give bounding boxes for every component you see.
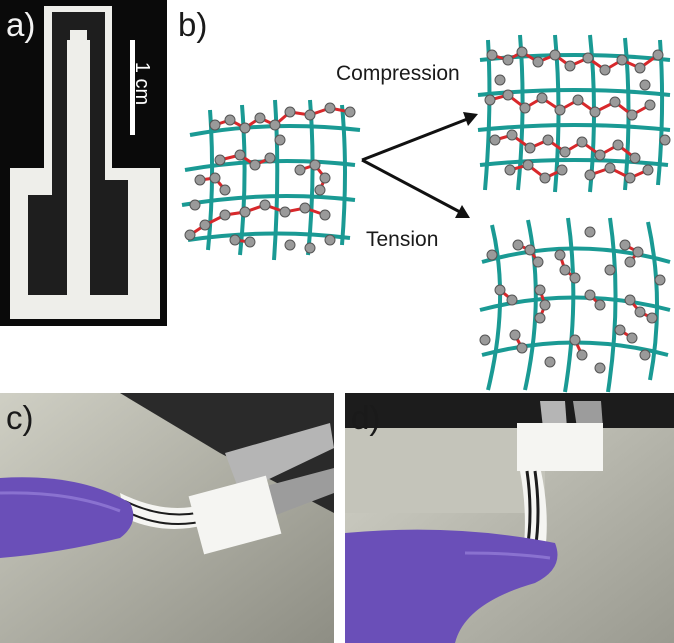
stretched-network bbox=[479, 217, 671, 393]
panel-d: d) bbox=[345, 393, 674, 643]
panel-b: b) bbox=[170, 0, 674, 400]
compressed-network bbox=[477, 34, 671, 193]
bending-photo-tension bbox=[345, 393, 674, 643]
compression-label: Compression bbox=[336, 62, 460, 85]
panel-c: c) bbox=[0, 393, 334, 643]
arrows bbox=[361, 112, 478, 218]
tension-label: Tension bbox=[366, 228, 439, 251]
sensor-photo bbox=[0, 0, 167, 326]
bending-photo-compression bbox=[0, 393, 334, 643]
network-diagram bbox=[181, 34, 671, 393]
panel-a: a) 1 cm bbox=[0, 0, 167, 326]
panel-b-label: b) bbox=[178, 6, 208, 43]
panel-d-label: d) bbox=[351, 399, 381, 436]
panel-a-label: a) bbox=[6, 6, 36, 43]
panel-c-label: c) bbox=[6, 399, 34, 436]
relaxed-network bbox=[181, 99, 361, 261]
scale-bar-label: 1 cm bbox=[131, 61, 154, 106]
